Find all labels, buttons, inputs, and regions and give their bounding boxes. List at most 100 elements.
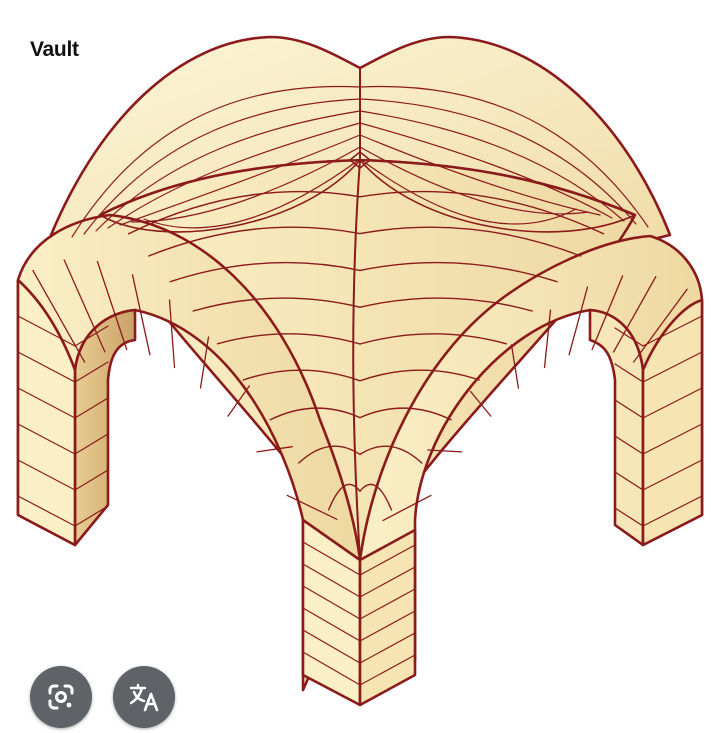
- left-soffit-course-3: [74, 397, 109, 419]
- right-pier-course-2: [642, 351, 703, 383]
- right-soffit-course-1: [614, 327, 644, 347]
- back-course-left-5: [119, 134, 361, 226]
- vault-course-right-3: [359, 261, 558, 283]
- front-pier-course-l-1: [302, 541, 361, 576]
- vault-course-right-1: [359, 190, 605, 235]
- left-arch-joint-0: [32, 269, 86, 363]
- right-arch-joint-1: [612, 276, 657, 353]
- left-pier-course-4: [17, 423, 76, 455]
- left-arch-joint-1: [63, 259, 106, 353]
- right-arch-joint-4: [543, 309, 552, 369]
- right-pier-face: [641, 298, 704, 547]
- back-course-right-1: [359, 85, 649, 228]
- right-arch-joint-8: [382, 494, 432, 522]
- back-course-right-3: [359, 110, 625, 222]
- left-pier-course-5: [17, 459, 76, 491]
- right-pier-course-6: [642, 495, 703, 527]
- vault-course-right-2: [359, 226, 582, 257]
- left-pier-face: [16, 278, 77, 547]
- right-pier-course-4: [642, 423, 703, 455]
- right-soffit-course-4: [614, 435, 644, 455]
- right-arch-joint-2: [591, 275, 624, 351]
- vault-course-left-7: [269, 407, 361, 421]
- translate-button[interactable]: [113, 666, 175, 728]
- back-course-right-2: [359, 98, 637, 225]
- left-soffit-course-1: [74, 325, 109, 347]
- left-pier-course-2: [17, 351, 76, 383]
- back-course-right-6: [359, 146, 589, 215]
- front-pier-course-r-6: [359, 654, 416, 686]
- vault-course-left-9: [328, 483, 361, 511]
- back-course-right-5: [359, 134, 601, 216]
- front-pier-course-l-6: [302, 651, 361, 686]
- back-course-right-4: [359, 122, 613, 219]
- left-soffit-course-5: [74, 469, 109, 491]
- left-pier-course-6: [17, 495, 76, 527]
- right-groin-line: [359, 159, 636, 233]
- right-soffit-course-5: [614, 471, 644, 491]
- lens-search-button[interactable]: [30, 666, 92, 728]
- vault-course-right-5: [359, 333, 507, 345]
- vault-course-left-4: [192, 297, 361, 312]
- left-groin-line: [99, 159, 361, 233]
- right-arch-joint-3: [568, 286, 589, 356]
- right-soffit-course-3: [614, 399, 644, 419]
- right-soffit-course-6: [614, 507, 644, 527]
- front-pier-course-r-1: [359, 544, 416, 576]
- back-course-left-4: [107, 122, 361, 229]
- left-arch-joint-3: [131, 274, 151, 356]
- front-pier-right-face: [358, 528, 417, 707]
- left-soffit-course-2: [74, 361, 109, 383]
- front-pier-course-r-3: [359, 588, 416, 620]
- translate-icon: [129, 683, 159, 712]
- right-arch-joint-0: [632, 288, 688, 363]
- back-course-left-6: [131, 146, 361, 223]
- vault-course-right-9: [359, 483, 393, 511]
- vault-course-left-2: [148, 226, 361, 257]
- right-pier-course-5: [642, 459, 703, 491]
- center-groin-line: [352, 159, 361, 561]
- back-course-right-7: [359, 158, 577, 225]
- diagram-title: Vault: [30, 38, 79, 61]
- front-pier-course-l-4: [302, 607, 361, 642]
- vault-course-right-7: [359, 407, 452, 421]
- right-arch-joint-6: [469, 390, 492, 417]
- back-course-left-7: [143, 158, 361, 229]
- right-soffit-course-2: [614, 363, 644, 383]
- left-soffit-course-6: [74, 505, 109, 527]
- front-pier-course-l-3: [302, 585, 361, 620]
- vault-course-right-4: [359, 297, 533, 312]
- back-course-left-1: [71, 85, 361, 238]
- right-arch-soffit: [588, 308, 645, 547]
- vault-course-left-6: [242, 369, 361, 382]
- front-pier-course-l-5: [302, 629, 361, 664]
- vault-course-left-5: [216, 333, 361, 345]
- left-arch-joint-7: [256, 446, 293, 453]
- front-pier-course-r-4: [359, 610, 416, 642]
- front-pier-course-r-5: [359, 632, 416, 664]
- left-arch-joint-6: [227, 385, 251, 417]
- right-arch-joint-7: [427, 449, 463, 453]
- left-arch-joint-5: [199, 336, 210, 389]
- back-course-left-2: [83, 98, 361, 235]
- vault-course-left-8: [298, 445, 361, 464]
- left-pier-course-3: [17, 387, 76, 419]
- left-arch-joint-8: [286, 494, 338, 520]
- front-vault-surface: [98, 158, 637, 562]
- left-arch-soffit: [73, 308, 137, 547]
- vault-course-right-8: [359, 445, 423, 464]
- right-pier-course-1: [642, 315, 703, 347]
- front-pier-course-l-2: [302, 563, 361, 598]
- front-pier-course-r-2: [359, 566, 416, 598]
- back-course-left-3: [95, 110, 361, 232]
- left-pier-course-1: [17, 315, 76, 347]
- vault-course-right-6: [359, 369, 480, 382]
- right-pier-course-3: [642, 387, 703, 419]
- lens-search-icon: [48, 684, 74, 710]
- left-arch-joint-4: [168, 299, 176, 369]
- left-soffit-course-4: [74, 433, 109, 455]
- vault-course-left-3: [169, 261, 361, 283]
- right-arch-joint-5: [510, 344, 520, 389]
- left-arch-joint-2: [96, 260, 128, 351]
